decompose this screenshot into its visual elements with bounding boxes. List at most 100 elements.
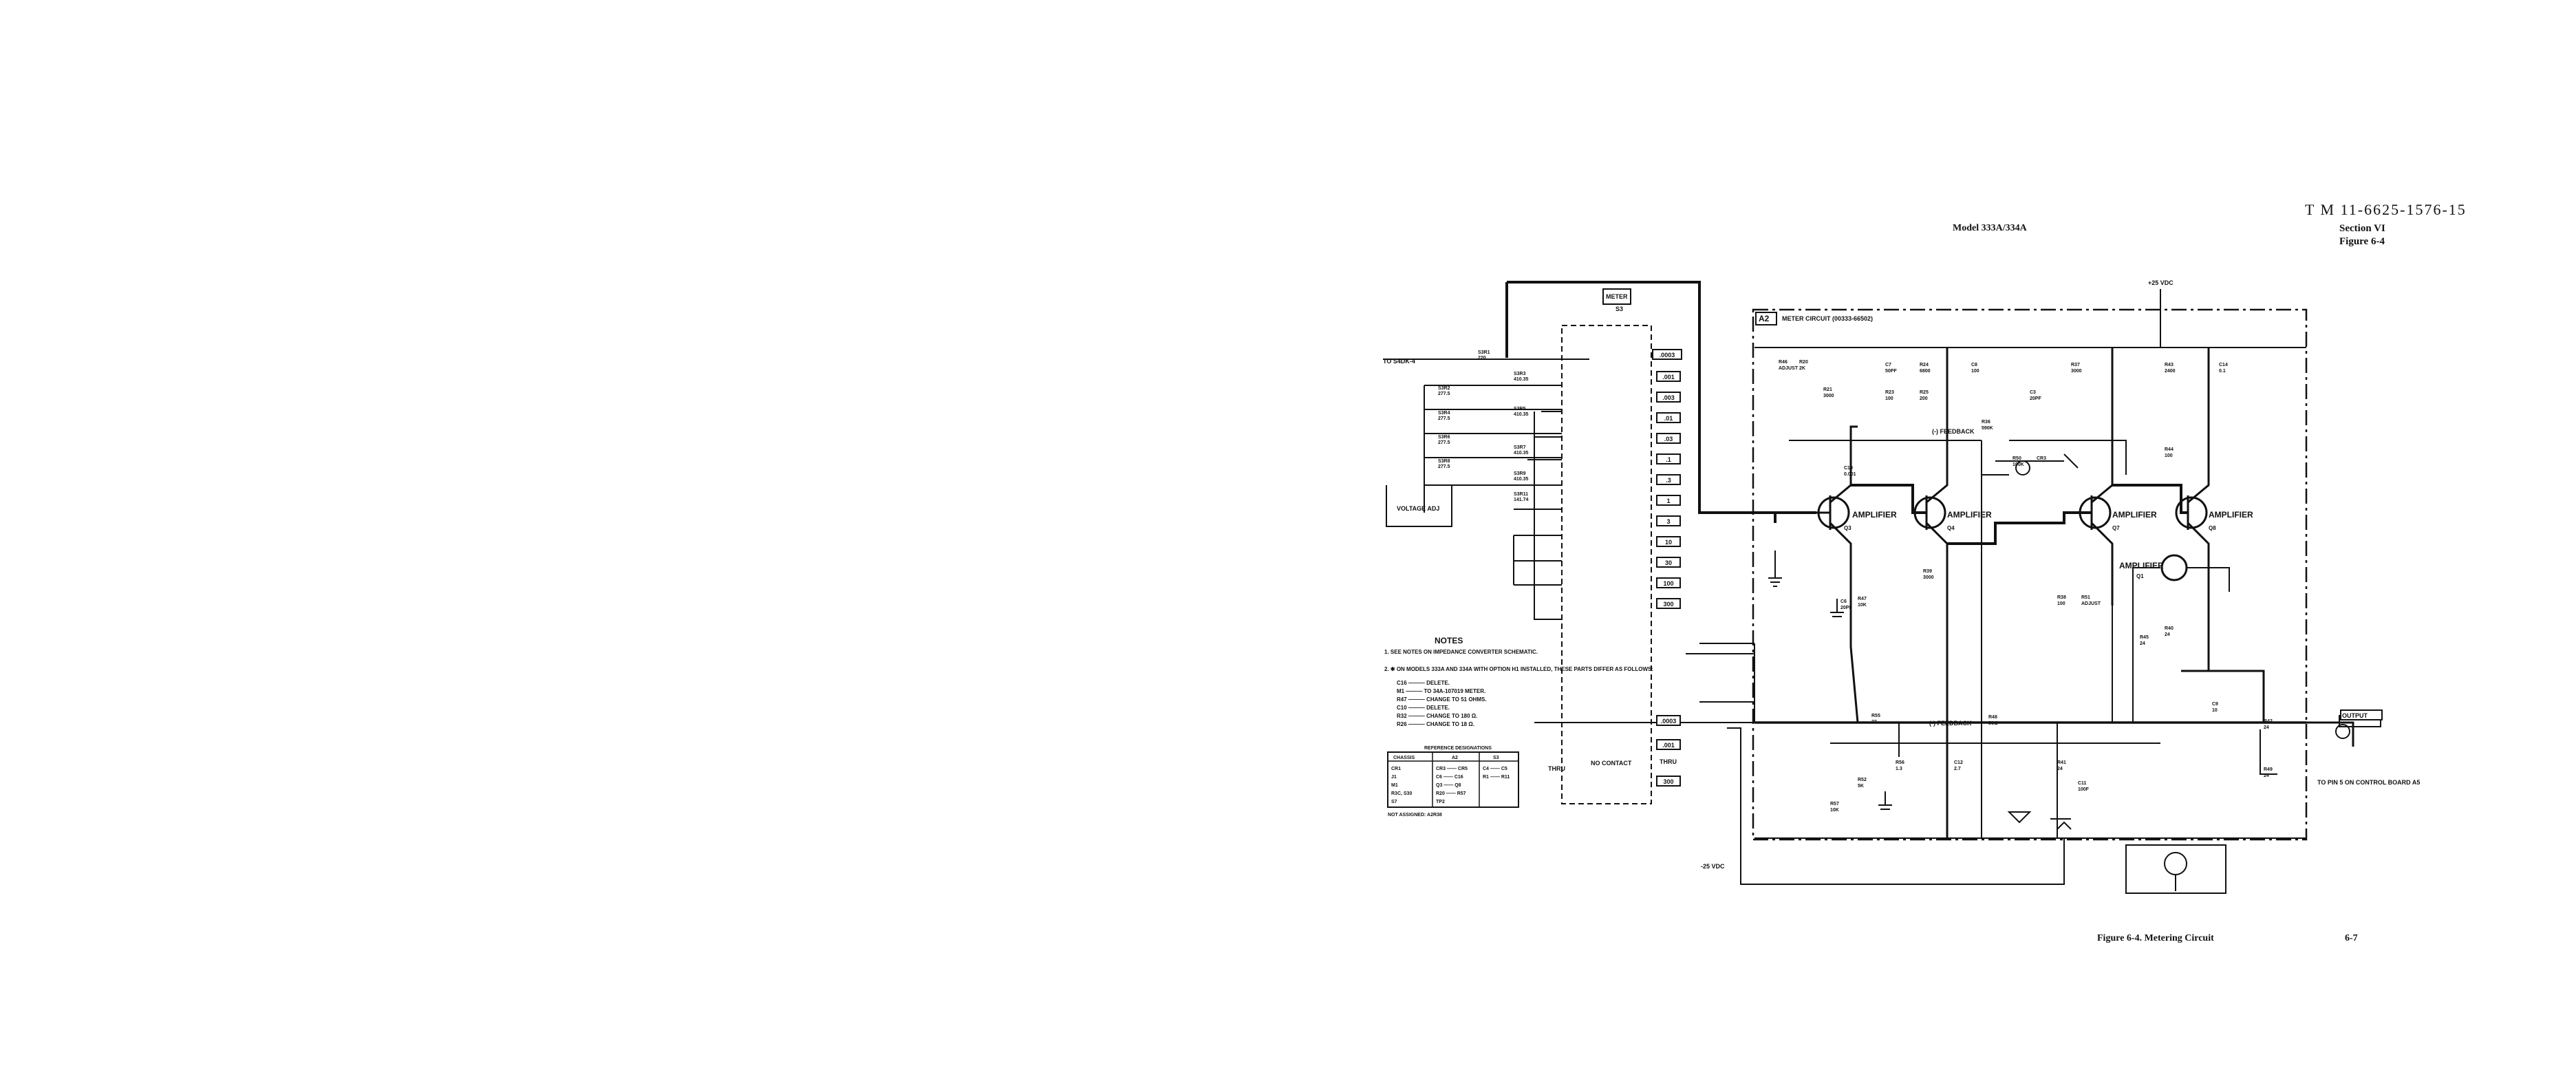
attenuator-value: 410.35: [1514, 412, 1529, 417]
note-option: C10 ——— DELETE.: [1397, 705, 1450, 711]
table-header: A2: [1452, 756, 1458, 760]
component-value: 2.7: [1954, 767, 1961, 771]
component-value: 5K: [1858, 784, 1864, 789]
attenuator-value: 410.35: [1514, 377, 1529, 382]
component-ref: R39: [1923, 569, 1932, 574]
amplifier-ref: Q4: [1947, 525, 1955, 531]
component-value: 590K: [1982, 426, 1993, 431]
transistor-q4: [1913, 496, 1946, 529]
component-value: 1.3: [1896, 767, 1902, 771]
component-ref: C9: [2212, 702, 2218, 707]
range-label: 1: [1666, 498, 1670, 504]
component-ref: C11: [2078, 781, 2087, 786]
amplifier-ref: Q1: [2136, 573, 2144, 579]
component-value: 56.2: [1988, 721, 1998, 726]
component-ref: R40: [2165, 626, 2174, 631]
component-value: 100K: [2012, 462, 2024, 467]
range-label: 30: [1665, 559, 1672, 566]
component-value: 100: [1971, 369, 1979, 374]
component-value: 24: [2165, 632, 2170, 637]
note-option: C16 ——— DELETE.: [1397, 680, 1450, 686]
component-value: 2400: [2165, 369, 2176, 374]
component-value: 10K: [1858, 603, 1867, 608]
note-item: 1. SEE NOTES ON IMPEDANCE CONVERTER SCHE…: [1384, 649, 1538, 655]
component-value: 200: [1920, 396, 1928, 401]
component-ref: C14: [2219, 363, 2228, 367]
control-board-note: TO PIN 5 ON CONTROL BOARD A5: [2317, 779, 2420, 786]
component-value: 0.1: [2219, 369, 2226, 374]
table-cell: C4 —— C5: [1483, 767, 1507, 771]
component-ref: R50: [2012, 456, 2021, 461]
table-footnote: NOT ASSIGNED: A2R38: [1388, 813, 1442, 818]
attenuator-value: 141.74: [1514, 498, 1529, 502]
component-ref: R46: [1779, 360, 1788, 365]
thru-label: THRU: [1660, 758, 1677, 765]
table-cell: TP2: [1436, 800, 1445, 804]
voltage-adjust-label: VOLTAGE ADJ: [1397, 505, 1439, 512]
table-header: CHASSIS: [1393, 756, 1415, 760]
supply-positive-label: +25 VDC: [2148, 279, 2174, 286]
component-value: 24: [2264, 773, 2269, 778]
component-value: 10K: [1830, 808, 1839, 813]
table-cell: Q3 —— Q8: [1436, 783, 1461, 788]
note-option: R32 ——— CHANGE TO 180 Ω.: [1397, 713, 1477, 719]
component-ref: R41: [2057, 760, 2066, 765]
range-label: 300: [1663, 778, 1673, 785]
component-ref: C3: [2030, 390, 2036, 395]
amplifier-ref: Q7: [2112, 525, 2120, 531]
note-item: 2. ✱ ON MODELS 333A AND 334A WITH OPTION…: [1384, 666, 1653, 672]
component-value: 100: [2057, 601, 2065, 606]
attenuator-value: 220: [1478, 356, 1486, 361]
table-cell: S7: [1391, 800, 1397, 804]
attenuator-ref: S3R3: [1514, 372, 1526, 376]
component-ref: R44: [2165, 447, 2174, 452]
amplifier-ref: Q8: [2209, 525, 2216, 531]
range-label: 300: [1663, 601, 1673, 608]
attenuator-ref: S3R6: [1438, 435, 1450, 440]
component-value: 6800: [1920, 369, 1931, 374]
component-value: 3000: [2071, 369, 2082, 374]
attenuator-value: 277.5: [1438, 392, 1450, 396]
model-label: Model 333A/334A: [1953, 223, 2027, 233]
component-value: ADJUST: [2081, 601, 2101, 606]
attenuator-value: 410.35: [1514, 477, 1529, 482]
component-value: 10: [2212, 708, 2218, 713]
attenuator-value: 410.35: [1514, 451, 1529, 456]
transistor-q3: [1817, 496, 1850, 529]
component-value: 24: [2140, 641, 2145, 646]
component-ref: R21: [1823, 387, 1832, 392]
supply-negative-label: -25 VDC: [1701, 863, 1725, 870]
attenuator-ref: S3R7: [1514, 445, 1526, 450]
component-ref: R49: [2264, 767, 2273, 772]
range-label: 10: [1665, 539, 1672, 546]
component-ref: R36: [1982, 420, 1990, 425]
amplifier-label: AMPLIFIER: [2119, 561, 2164, 570]
component-ref: R55: [1871, 714, 1880, 718]
component-ref: R42: [2264, 719, 2273, 724]
board-label: A2: [1759, 314, 1770, 323]
table-cell: R3C, S30: [1391, 791, 1412, 796]
section-label: Section VI: [2339, 223, 2385, 234]
attenuator-value: 277.5: [1438, 416, 1450, 421]
component-ref: C7: [1885, 363, 1891, 367]
transistor-q8: [2175, 496, 2208, 529]
notes-title: NOTES: [1435, 636, 1463, 645]
component-ref: R37: [2071, 363, 2080, 367]
range-label: .001: [1662, 742, 1675, 749]
component-ref: R52: [1858, 778, 1867, 782]
component-ref: R47: [1858, 597, 1867, 601]
attenuator-ref: S3R11: [1514, 492, 1528, 497]
document-id: T M 11-6625-1576-15: [2305, 201, 2467, 218]
thru-label: THRU: [1548, 765, 1565, 772]
range-label: .003: [1662, 394, 1675, 401]
component-value: 3000: [1823, 394, 1834, 398]
table-cell: CR3 —— CR5: [1436, 767, 1468, 771]
output-label: OUTPUT: [2342, 712, 2368, 719]
switch-s3-label: S3: [1616, 306, 1623, 312]
table-cell: C6 —— C16: [1436, 775, 1463, 780]
figure-caption: Figure 6-4. Metering Circuit: [2097, 933, 2214, 943]
range-label: 100: [1663, 580, 1673, 587]
component-ref: CR3: [2037, 456, 2046, 461]
transistors: [1817, 496, 2208, 529]
